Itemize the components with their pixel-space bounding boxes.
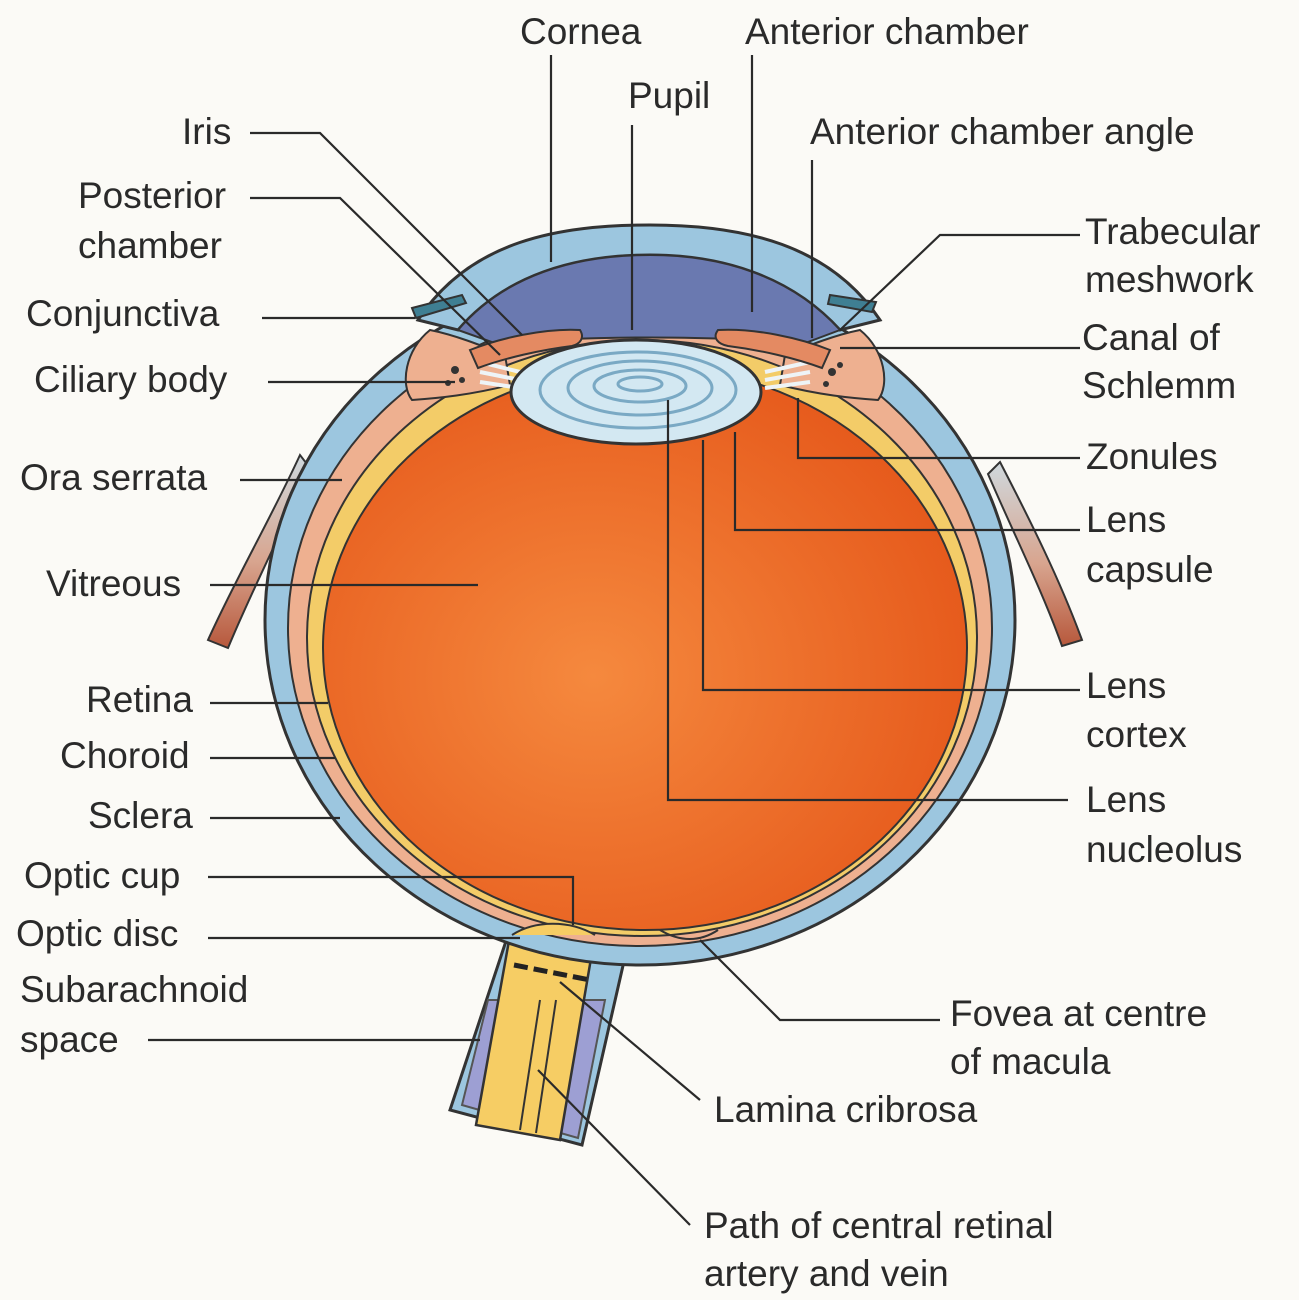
label-anterior-chamber-angle: Anterior chamber angle: [810, 108, 1195, 156]
label-subarachnoid-space-1: Subarachnoid: [20, 966, 248, 1014]
label-lamina-cribrosa: Lamina cribrosa: [714, 1086, 977, 1134]
label-conjunctiva: Conjunctiva: [26, 290, 219, 338]
label-canal-of-schlemm-2: Schlemm: [1082, 362, 1236, 410]
label-cornea: Cornea: [520, 8, 641, 56]
label-central-retinal-path-2: artery and vein: [704, 1250, 949, 1298]
label-choroid: Choroid: [60, 732, 190, 780]
label-canal-of-schlemm-1: Canal of: [1082, 314, 1220, 362]
label-posterior-chamber-2: chamber: [78, 222, 222, 270]
label-ciliary-body: Ciliary body: [34, 356, 227, 404]
label-optic-disc: Optic disc: [16, 910, 178, 958]
label-lens-nucleolus-1: Lens: [1086, 776, 1166, 824]
label-vitreous: Vitreous: [46, 560, 181, 608]
label-optic-cup: Optic cup: [24, 852, 180, 900]
label-fovea-1: Fovea at centre: [950, 990, 1207, 1038]
label-central-retinal-path-1: Path of central retinal: [704, 1202, 1054, 1250]
label-pupil: Pupil: [628, 72, 710, 120]
label-lens-cortex-2: cortex: [1086, 711, 1187, 759]
label-sclera: Sclera: [88, 792, 193, 840]
label-trabecular-meshwork-1: Trabecular: [1085, 208, 1260, 256]
label-fovea-2: of macula: [950, 1038, 1110, 1086]
label-lens-cortex-1: Lens: [1086, 662, 1166, 710]
label-lens-capsule-1: Lens: [1086, 496, 1166, 544]
label-anterior-chamber: Anterior chamber: [745, 8, 1029, 56]
label-posterior-chamber-1: Posterior: [78, 172, 226, 220]
label-lens-capsule-2: capsule: [1086, 546, 1214, 594]
vitreous: [323, 366, 967, 930]
label-lens-nucleolus-2: nucleolus: [1086, 826, 1242, 874]
label-ora-serrata: Ora serrata: [20, 454, 207, 502]
label-iris: Iris: [182, 108, 231, 156]
label-trabecular-meshwork-2: meshwork: [1085, 256, 1254, 304]
label-zonules: Zonules: [1086, 433, 1218, 481]
label-subarachnoid-space-2: space: [20, 1016, 119, 1064]
label-retina: Retina: [86, 676, 193, 724]
